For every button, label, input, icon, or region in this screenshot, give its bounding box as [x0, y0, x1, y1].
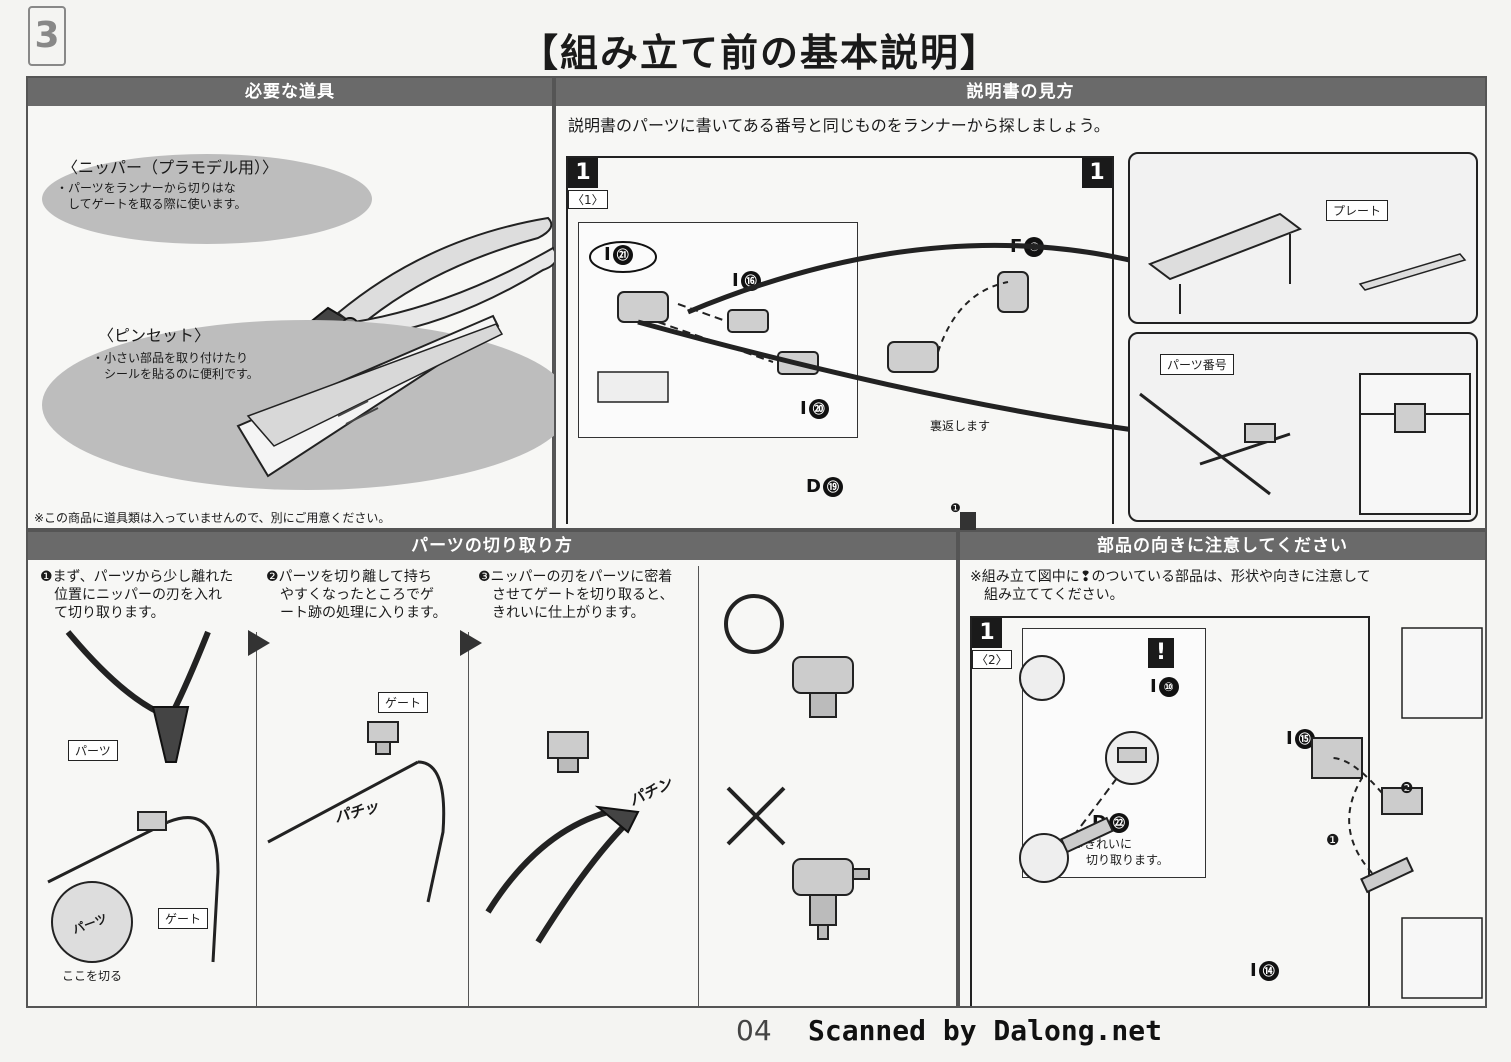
page-title: 【組み立て前の基本説明】 — [519, 31, 1000, 75]
manual-header: 説明書の見方 — [556, 78, 1485, 106]
divider-1 — [256, 632, 257, 1006]
cut-here-label: ここを切る — [62, 969, 123, 983]
nipper-oval-bg — [42, 154, 372, 244]
tweezers-illustration — [236, 314, 504, 478]
manual-example-frame — [566, 156, 1114, 524]
page-number: 04 — [736, 1014, 772, 1047]
runner-drawing — [1139, 373, 1471, 515]
plate-drawing — [1147, 212, 1467, 314]
orientation-mark-2: ❷ — [1400, 779, 1414, 797]
orientation-note: ※組み立て図中に❢のついている部品は、形状や向きに注意して 組み立ててください。 — [970, 569, 1371, 603]
number-19: ⑲ — [822, 477, 843, 497]
part-number-callout-box: パーツ番号 — [1128, 332, 1478, 522]
cut-step3-text: ❸ニッパーの刃をパーツに密着 させてゲートを切り取ると、 きれいに仕上がります。 — [478, 569, 674, 621]
caution-icon: ! — [1148, 638, 1174, 668]
nipper-title: 〈ニッパー（プラモデル用）〉 — [62, 158, 279, 177]
number-21: ㉑ — [612, 245, 633, 265]
manual-intro: 説明書のパーツに書いてある番号と同じものをランナーから探しましょう。 — [568, 116, 1110, 135]
flip-text: 裏返します — [930, 419, 991, 433]
divider-3 — [698, 566, 699, 1006]
tag-gate: ゲート — [158, 908, 209, 929]
nipper-desc: ・パーツをランナーから切りはな してゲートを取る際に使います。 — [56, 181, 247, 211]
tools-note: ※この商品に道具類は入っていませんので、別にご用意ください。 — [34, 511, 391, 525]
number-10: ⑩ — [1158, 677, 1179, 697]
plate-tag: プレート — [1326, 200, 1389, 221]
number-20: ⑳ — [808, 399, 829, 419]
scan-credit: Scanned by Dalong.net — [808, 1014, 1163, 1047]
arrow-right-2 — [460, 630, 482, 656]
cutting-header: パーツの切り取り方 — [28, 532, 956, 560]
tag-gate-2: ゲート — [378, 692, 429, 713]
cut-step3-drawing — [485, 731, 640, 944]
orientation-panel: 部品の向きに注意してください ※組み立て図中に❢のついている部品は、形状や向きに… — [958, 530, 1487, 1008]
arrow-right-1 — [248, 630, 270, 656]
part-number-tag: パーツ番号 — [1160, 354, 1234, 375]
tweezers-title: 〈ピンセット〉 — [98, 326, 211, 345]
number-22: ㉒ — [1108, 813, 1129, 833]
i21-highlight-ring — [589, 241, 657, 273]
orientation-example-frame — [970, 616, 1370, 1006]
tools-panel: 必要な道具 〈ニッパー（プラモデル用）〉 ・パーツをランナーから切りはな してゲ… — [26, 76, 572, 530]
manual-step-mark: ❶ — [950, 501, 961, 515]
cut-step1-text: ❶まず、パーツから少し離れた 位置にニッパーの刃を入れ て切り取ります。 — [40, 569, 234, 621]
orientation-step-number: 1 — [972, 618, 1002, 648]
orientation-substep: 〈2〉 — [972, 650, 1012, 669]
orientation-mark-1: ❶ — [1326, 831, 1340, 849]
orientation-header: 部品の向きに注意してください — [960, 532, 1485, 560]
number-15: ⑮ — [1294, 729, 1315, 749]
divider-2 — [468, 632, 469, 1006]
cut-step2-text: ❷パーツを切り離して持ち やすくなったところでゲ ート跡の処理に入ります。 — [266, 569, 447, 621]
cutting-method-panel: パーツの切り取り方 ❶まず、パーツから少し離れた 位置にニッパーの刃を入れ て切… — [26, 530, 958, 1008]
manual-step-number: 1 — [568, 158, 598, 188]
manual-substep: 〈1〉 — [568, 190, 608, 209]
number-14: ⑭ — [1258, 961, 1279, 981]
orientation-parts-drawing — [1019, 627, 1483, 999]
cut-step2-drawing — [267, 721, 446, 903]
cut-step1-drawing — [47, 630, 220, 963]
tools-header: 必要な道具 — [28, 78, 552, 106]
tag-parts: パーツ — [68, 740, 118, 761]
corner-page-number: 3 — [28, 6, 66, 66]
good-part-drawing — [792, 656, 854, 718]
manual-parts-drawing — [597, 242, 1149, 547]
tweezers-desc: ・小さい部品を取り付けたり シールを貼るのに便利です。 — [92, 351, 259, 381]
bad-part-drawing — [792, 858, 870, 940]
wrong-mark-icon — [726, 786, 786, 846]
manual-step-number-right: 1 — [1082, 158, 1112, 188]
correct-mark-icon — [724, 594, 784, 654]
plate-callout-box: プレート — [1128, 152, 1478, 324]
manual-reading-panel: 説明書の見方 説明書のパーツに書いてある番号と同じものをランナーから探しましょう… — [554, 76, 1487, 547]
